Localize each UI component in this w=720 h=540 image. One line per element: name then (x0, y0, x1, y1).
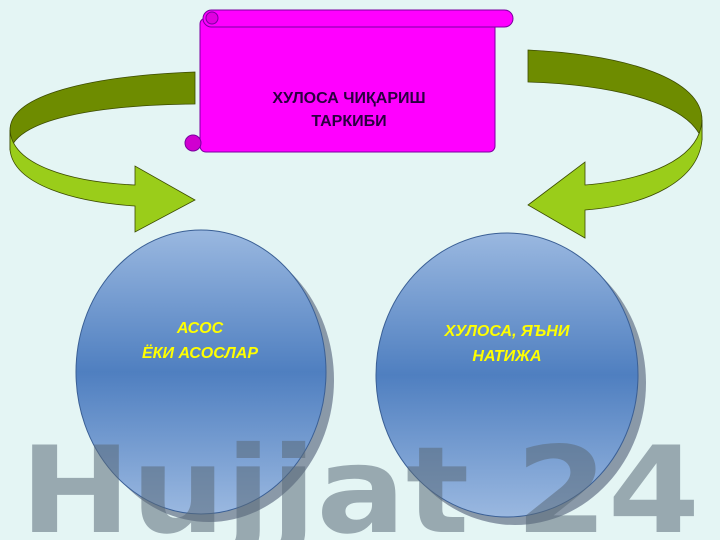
right-circle (375, 232, 646, 525)
left-circle (75, 229, 334, 522)
right-circle-line1: ХУЛОСА, ЯЪНИ (444, 323, 570, 340)
left-circle-line1: АСОС (176, 320, 224, 337)
watermark: Hujjat 24 (20, 422, 700, 540)
title-scroll: ХУЛОСА ЧИҚАРИШ ТАРКИБИ (184, 9, 514, 153)
scroll-title-line2: ТАРКИБИ (311, 113, 386, 130)
left-curved-arrow (9, 71, 196, 233)
right-curved-arrow (527, 49, 703, 239)
right-circle-line2: НАТИЖА (472, 348, 541, 365)
left-circle-line2: ЁКИ АСОСЛАР (142, 344, 258, 362)
scroll-title-line1: ХУЛОСА ЧИҚАРИШ (272, 90, 425, 107)
